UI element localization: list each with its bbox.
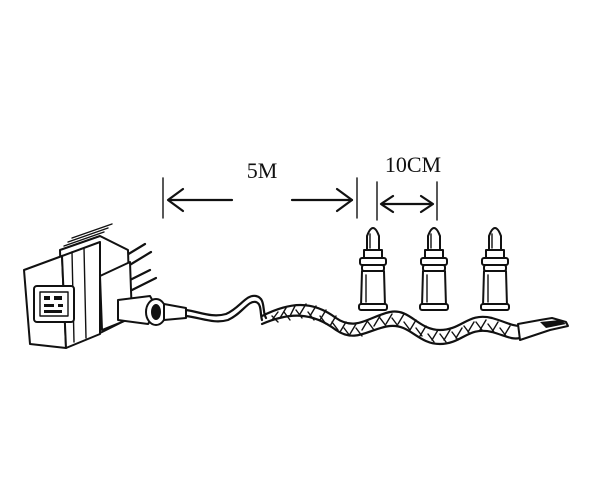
bulb-group bbox=[358, 227, 510, 311]
plug-prong-icon bbox=[126, 250, 153, 268]
spacing-left-arrowhead bbox=[379, 194, 395, 214]
bulb-icon bbox=[480, 227, 510, 311]
twisted-cable bbox=[260, 303, 569, 346]
bulb-icon bbox=[419, 227, 449, 311]
plug-prong-icon bbox=[130, 276, 158, 292]
length-right-arrowhead bbox=[335, 187, 354, 213]
length-dimension: 5M bbox=[162, 158, 358, 219]
length-left-arrowhead bbox=[166, 187, 185, 213]
length-label: 5M bbox=[247, 158, 278, 183]
power-adapter-icon bbox=[23, 223, 187, 349]
spacing-dimension: 10CM bbox=[376, 152, 441, 221]
spacing-right-arrowhead bbox=[419, 194, 435, 214]
bulb-icon bbox=[358, 227, 388, 311]
spacing-label: 10CM bbox=[385, 152, 441, 177]
lead-cable bbox=[184, 294, 268, 320]
